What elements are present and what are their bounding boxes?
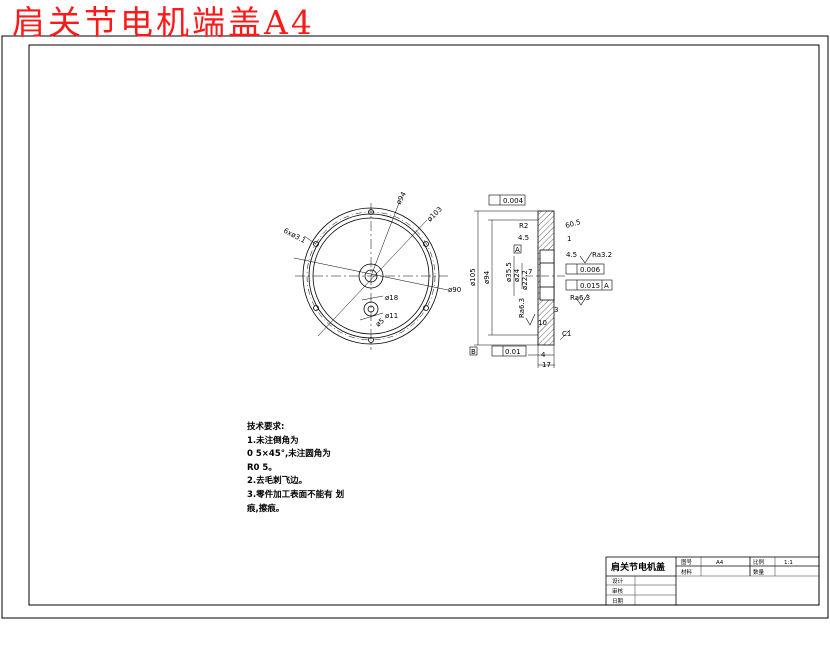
dim-phi22-2: ø22.2	[521, 270, 529, 290]
dim-r2: R2	[519, 222, 528, 230]
scale: 1:1	[784, 560, 793, 566]
tech-req-line: R0 5。	[247, 462, 277, 473]
dim-c1: C1	[562, 330, 571, 338]
dim-phi24: ø24	[513, 268, 521, 282]
drawing-no: A4	[716, 560, 724, 566]
leader	[370, 202, 400, 277]
front-view-labels: 6xø3.1 ø94 ø103 ø90 ø18 ø11 ø5	[282, 190, 461, 328]
drawing-frame	[28, 44, 820, 606]
tech-req-line: 0 5×45°,未注圆角为	[247, 449, 331, 460]
ra-6-3-b: Ra6.3	[518, 298, 526, 318]
datum-box-a	[513, 244, 522, 254]
dim-phi94-side: ø94	[483, 270, 491, 284]
sheet-border	[1, 35, 829, 619]
page-title: 肩关节电机端盖A4	[12, 3, 315, 42]
dim-4-5-mid: 4.5	[566, 251, 577, 259]
leader	[361, 295, 384, 301]
dim-10: 10	[538, 319, 547, 327]
tech-req-line: 1.未注倒角为	[247, 435, 299, 446]
dim-3: 3	[554, 306, 558, 314]
title-block	[605, 556, 820, 606]
tol-top-value: 0.004	[503, 197, 524, 205]
dim-phi105: ø105	[469, 268, 477, 286]
technical-requirements: 技术要求: 1.未注倒角为 0 5×45°,未注圆角为 R0 5。 2.去毛刺飞…	[247, 421, 344, 516]
title-block-text: 肩关节电机盖 图号 A4 比例 1:1 材料 数量 设计 审核 日期	[610, 558, 793, 605]
dim-phi18: ø18	[385, 294, 398, 302]
tol-frame-mid	[565, 263, 605, 275]
dim-holes: 6xø3.1	[282, 227, 307, 245]
tol-frame-runout	[565, 279, 613, 291]
tech-req-heading: 技术要求:	[247, 422, 285, 432]
section-view-labels: 0.004 0.006 0.015 A 0.01 A B R2 4.5 4.5 …	[469, 197, 612, 369]
label-date: 日期	[612, 598, 624, 605]
leader	[317, 219, 428, 337]
tech-req-line: 痕,擦痕。	[247, 503, 285, 514]
dim-phi94: ø94	[395, 190, 409, 206]
dim-phi90: ø90	[448, 286, 461, 294]
surface-finish-mark	[575, 293, 589, 306]
ra-6-3-a: Ra6.3	[570, 294, 590, 302]
dim-phi11: ø11	[385, 312, 398, 320]
label-design: 设计	[612, 577, 624, 585]
datum-b: B	[471, 348, 476, 356]
tol-runout-datum: A	[604, 282, 609, 290]
tol-frame-bot	[491, 345, 527, 357]
dim-phi35-5: ø35.5	[505, 262, 513, 282]
tech-req-line: 3.零件加工表面不能有 划	[247, 489, 345, 500]
surface-finish-mark	[579, 251, 593, 264]
dim-phi5: ø5	[374, 317, 386, 329]
part-name: 肩关节电机盖	[610, 561, 665, 573]
label-material: 材料	[681, 568, 693, 576]
surface-finish-mark	[525, 313, 536, 326]
tol-frame-top	[488, 194, 526, 206]
bolt-hole	[313, 305, 319, 311]
hub	[539, 249, 555, 301]
datum-box-b	[469, 346, 478, 356]
ra-3-2: Ra3.2	[592, 251, 612, 259]
bolt-hole	[313, 241, 319, 247]
tech-req-line: 2.去毛刺飞边。	[247, 476, 308, 487]
dim-1: 1	[567, 235, 571, 243]
bolt-hole	[423, 305, 429, 311]
leader	[303, 235, 317, 245]
bolt-hole	[423, 241, 429, 247]
front-view	[293, 202, 449, 350]
dim-17: 17	[542, 361, 551, 369]
tol-mid-value: 0.006	[580, 266, 601, 274]
dim-4: 4	[541, 351, 546, 359]
leader	[559, 329, 571, 341]
section-view	[469, 194, 613, 368]
dim-7: 7	[528, 268, 532, 276]
datum-a: A	[515, 246, 520, 254]
label-drawing-no: 图号	[681, 558, 693, 566]
dim-4-5-top: 4.5	[518, 234, 529, 242]
label-count: 数量	[753, 568, 765, 576]
leader	[359, 312, 384, 321]
label-check: 审核	[612, 587, 624, 595]
dim-phi103: ø103	[426, 205, 444, 223]
tol-runout-value: 0.015	[580, 282, 600, 290]
leader	[293, 257, 449, 291]
tol-bot-value: 0.01	[505, 348, 521, 356]
label-scale: 比例	[753, 558, 765, 566]
dim-60-5: 60.5	[564, 218, 581, 230]
